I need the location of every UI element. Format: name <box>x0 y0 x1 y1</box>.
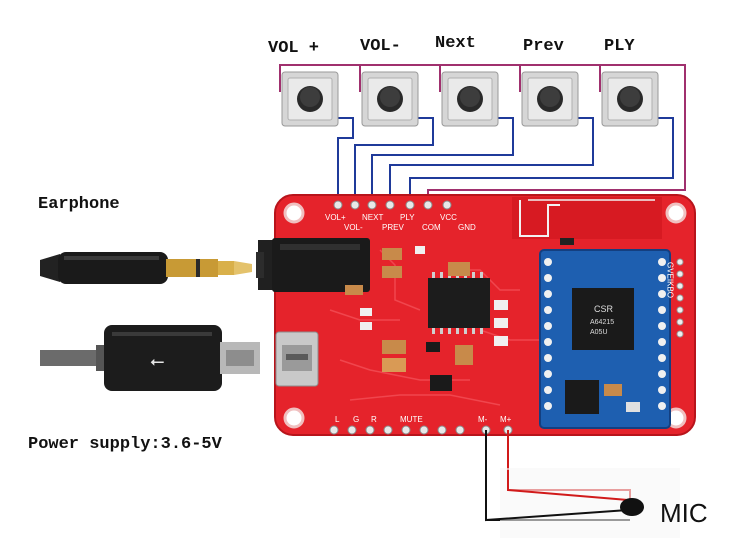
silk-m-plus: M+ <box>500 415 512 424</box>
earphone-plug <box>40 252 252 284</box>
button-label-prev: Prev <box>523 37 564 56</box>
mic-wire-red-lead <box>507 470 629 501</box>
silk-vcc: VCC <box>440 213 457 222</box>
wire-vol-plus <box>337 117 354 205</box>
silk-g: G <box>353 415 359 424</box>
usb-cable: ⭠ <box>40 325 260 391</box>
push-buttons <box>281 71 659 127</box>
top-header-pins <box>333 200 452 210</box>
button-vol-minus[interactable] <box>361 71 419 127</box>
bluetooth-chip <box>572 288 634 350</box>
module-text-csr: CSR <box>594 304 614 314</box>
passive-components <box>345 246 508 391</box>
wire-next <box>371 117 514 205</box>
silk-com: COM <box>422 223 441 232</box>
button-label-next: Next <box>435 34 476 53</box>
silk-mute: MUTE <box>400 415 423 424</box>
headphone-jack <box>256 238 370 292</box>
button-vol-plus[interactable] <box>281 71 339 127</box>
button-label-vol-minus: VOL- <box>360 37 401 56</box>
bluetooth-module: CSR A64215 A05U <box>539 249 671 429</box>
silk-next: NEXT <box>362 213 383 222</box>
mic-background <box>500 468 680 538</box>
button-signal-wires <box>337 117 674 205</box>
silk-l: L <box>335 415 340 424</box>
silk-side-text: GVEIKBO <box>666 262 675 298</box>
silk-m-minus: M- <box>478 415 488 424</box>
button-next[interactable] <box>441 71 499 127</box>
wire-ply <box>409 117 674 205</box>
silk-vol-minus: VOL- <box>344 223 363 232</box>
micro-usb-port <box>275 331 319 387</box>
mic-label: MIC <box>660 498 708 528</box>
silk-gnd: GND <box>458 223 476 232</box>
silk-vol-plus: VOL+ <box>325 213 346 222</box>
earphone-label: Earphone <box>38 195 120 214</box>
button-prev[interactable] <box>521 71 579 127</box>
wire-prev <box>389 117 594 205</box>
microphone <box>620 498 644 516</box>
silk-ply: PLY <box>400 213 415 222</box>
module-text-model: A64215 <box>590 319 614 326</box>
pcb-board: VOL+ NEXT PLY VCC VOL- PREV COM GND <box>256 194 696 436</box>
silk-prev: PREV <box>382 223 404 232</box>
button-label-ply: PLY <box>604 37 635 56</box>
wire-vol-minus <box>354 117 434 205</box>
button-ply[interactable] <box>601 71 659 127</box>
usb-icon: ⭠ <box>150 351 164 372</box>
main-ic <box>428 272 490 334</box>
common-wire-main <box>279 64 686 205</box>
button-common-wire <box>279 64 686 205</box>
power-supply-label: Power supply:3.6-5V <box>28 435 223 454</box>
button-labels: VOL + VOL- Next Prev PLY <box>268 34 635 58</box>
silk-r: R <box>371 415 377 424</box>
button-label-vol-plus: VOL + <box>268 39 319 58</box>
mic-wire-black-lead <box>485 470 629 522</box>
module-text-lot: A05U <box>590 329 608 336</box>
